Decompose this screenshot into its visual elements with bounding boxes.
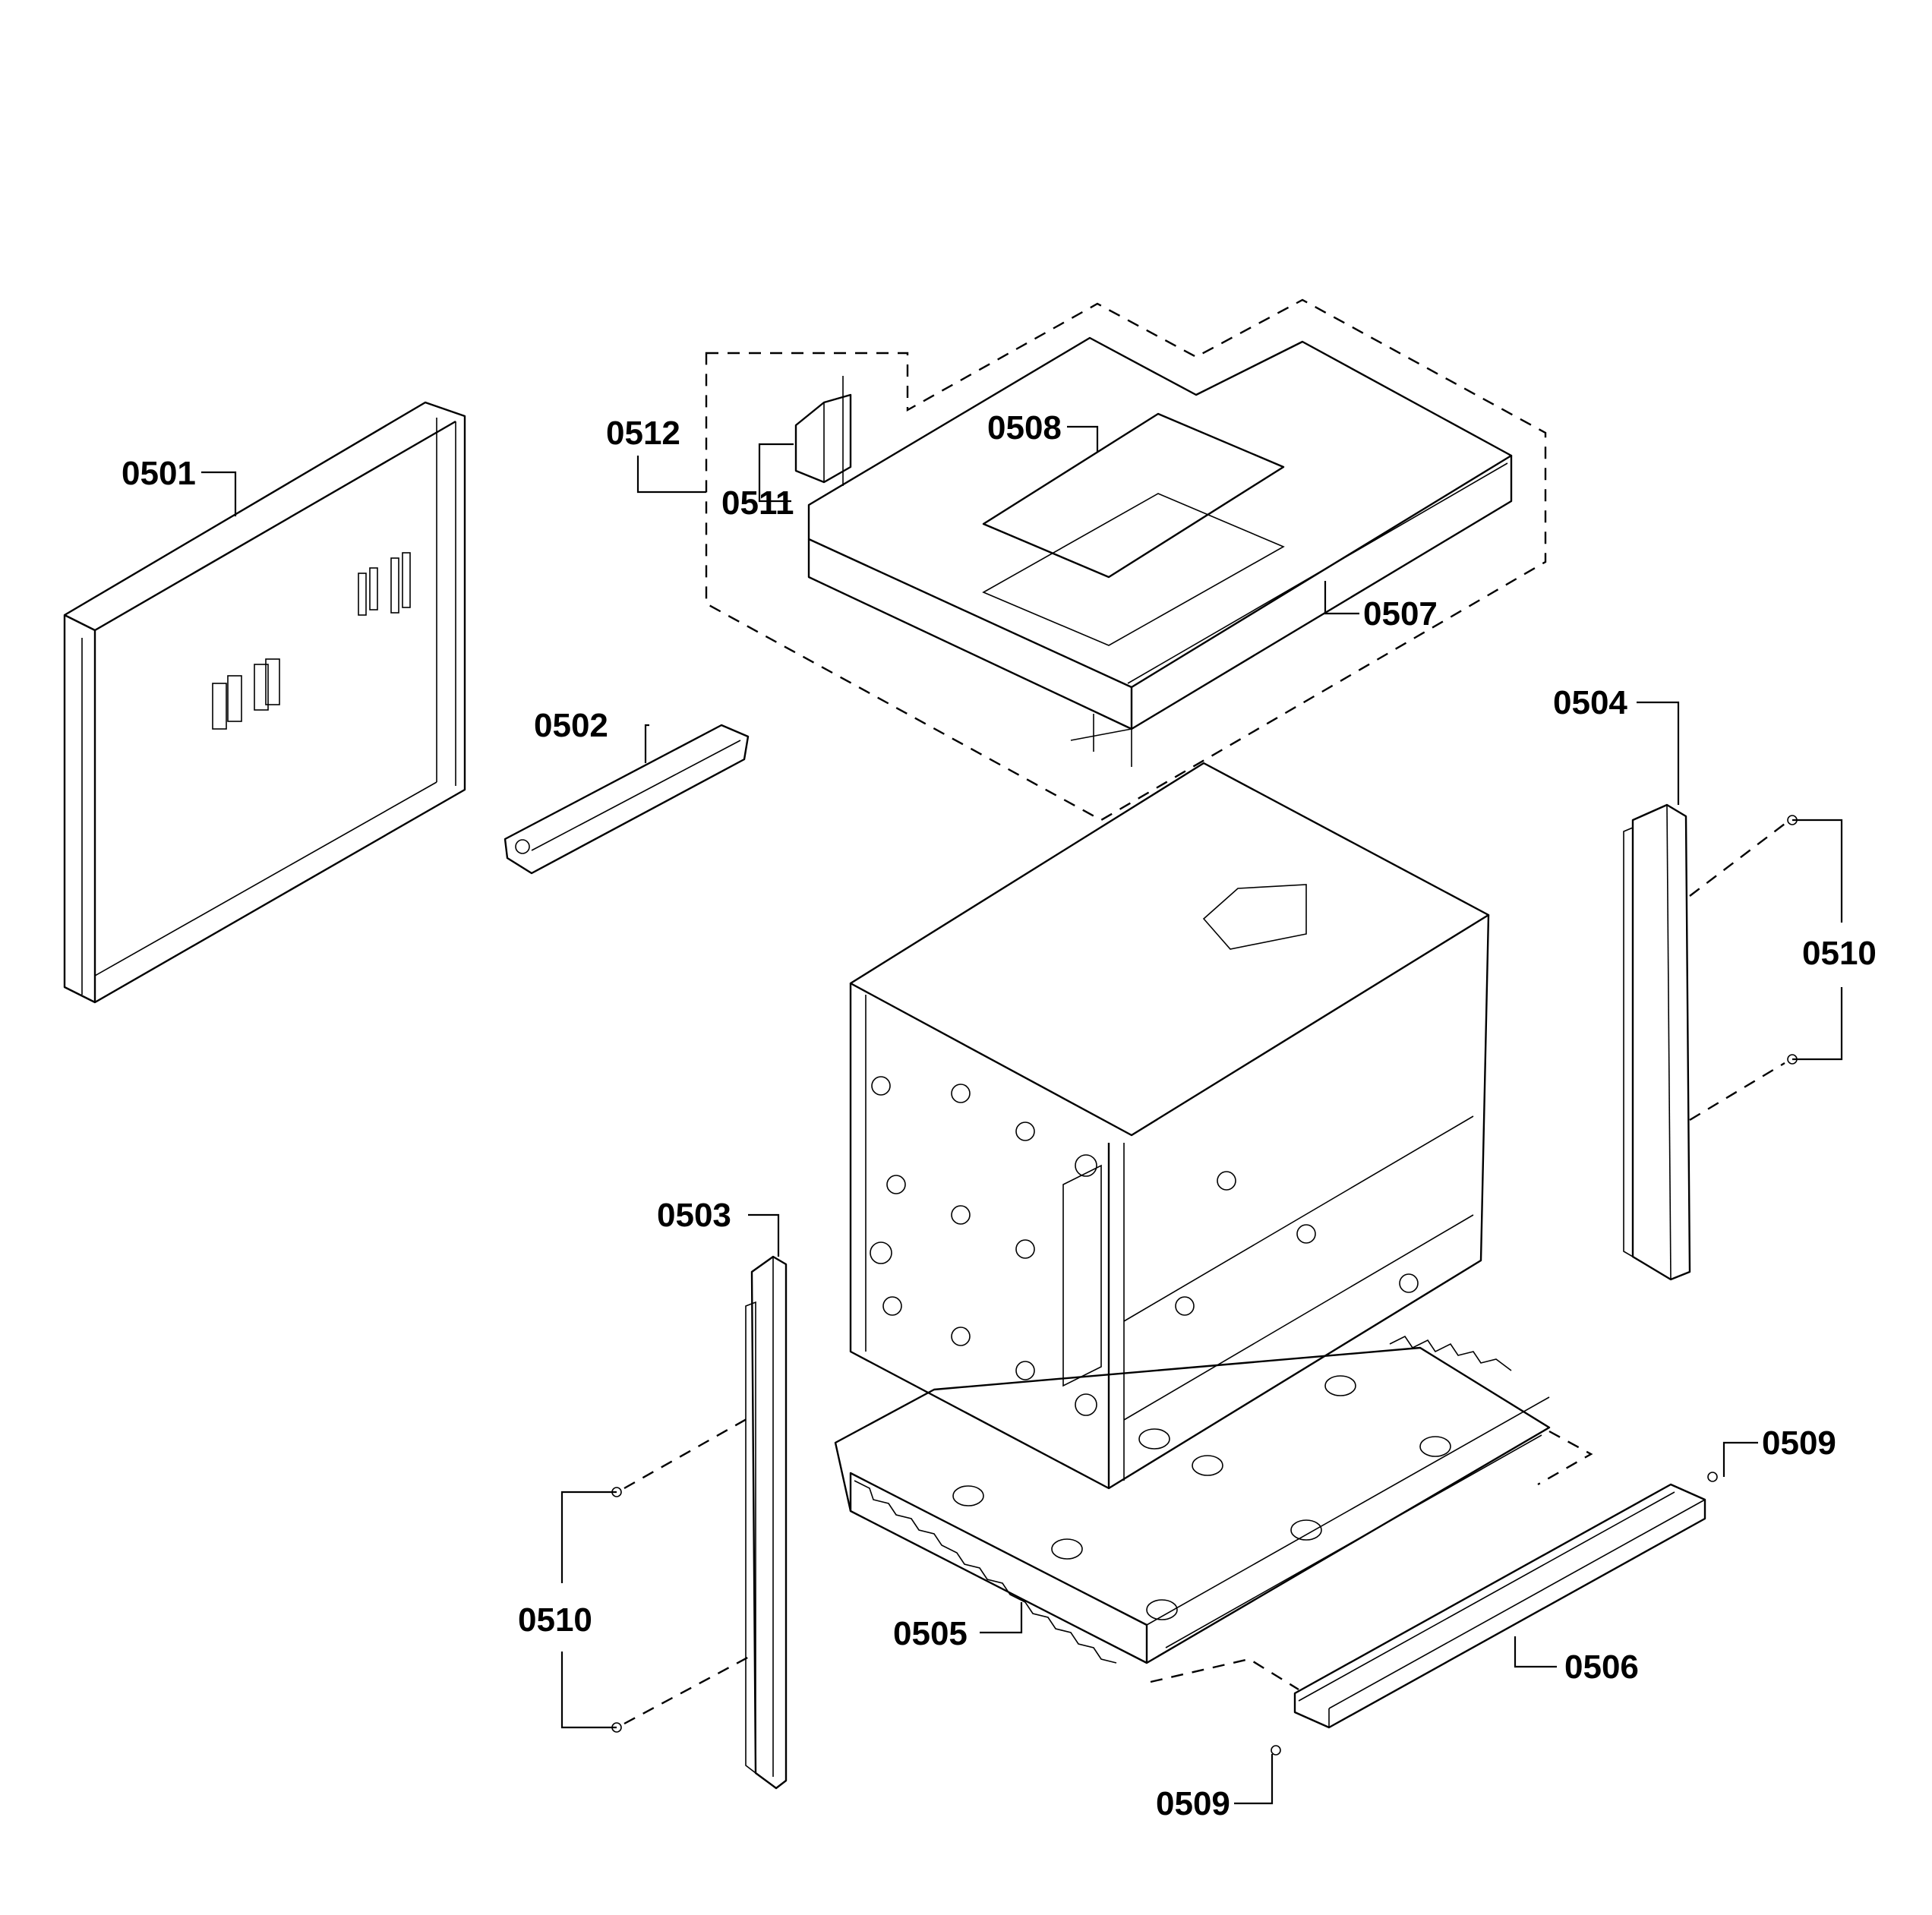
label-0503: 0503 bbox=[657, 1197, 731, 1234]
label-0502: 0502 bbox=[534, 707, 608, 744]
label-0509-top: 0509 bbox=[1762, 1424, 1836, 1462]
label-0506: 0506 bbox=[1564, 1648, 1639, 1686]
assembly-boundary-0512 bbox=[705, 298, 1547, 822]
base-bosses bbox=[952, 1375, 1451, 1620]
heat-shield-0508 bbox=[982, 412, 1285, 646]
small-bracket-0511 bbox=[794, 376, 852, 486]
screws bbox=[611, 815, 1798, 1756]
part-labels: 0501 0502 0503 0504 0505 0506 0507 0508 … bbox=[122, 409, 1877, 1822]
alignment-lines bbox=[623, 823, 1785, 1725]
chassis-holes bbox=[870, 1076, 1419, 1416]
front-rail-0506 bbox=[1293, 1483, 1706, 1729]
label-0508: 0508 bbox=[987, 409, 1062, 446]
label-0505: 0505 bbox=[893, 1615, 968, 1652]
label-0510-left: 0510 bbox=[518, 1601, 592, 1639]
label-0509-bottom: 0509 bbox=[1156, 1785, 1230, 1822]
main-chassis bbox=[849, 762, 1490, 1490]
label-0510-right: 0510 bbox=[1802, 935, 1877, 972]
side-panel-0501 bbox=[63, 401, 466, 1004]
base-plate-0505 bbox=[834, 1335, 1551, 1664]
label-0512: 0512 bbox=[606, 415, 680, 452]
label-0507: 0507 bbox=[1363, 595, 1438, 633]
top-cover-0507 bbox=[807, 336, 1513, 767]
front-strip-0503 bbox=[745, 1255, 788, 1790]
vent-slots bbox=[212, 552, 411, 730]
bracket-strip-0502 bbox=[504, 724, 750, 875]
label-0511: 0511 bbox=[721, 484, 794, 522]
front-strip-0504 bbox=[1623, 803, 1691, 1281]
label-0501: 0501 bbox=[122, 455, 196, 492]
leader-lines bbox=[201, 425, 1843, 1805]
label-0504: 0504 bbox=[1553, 684, 1627, 721]
